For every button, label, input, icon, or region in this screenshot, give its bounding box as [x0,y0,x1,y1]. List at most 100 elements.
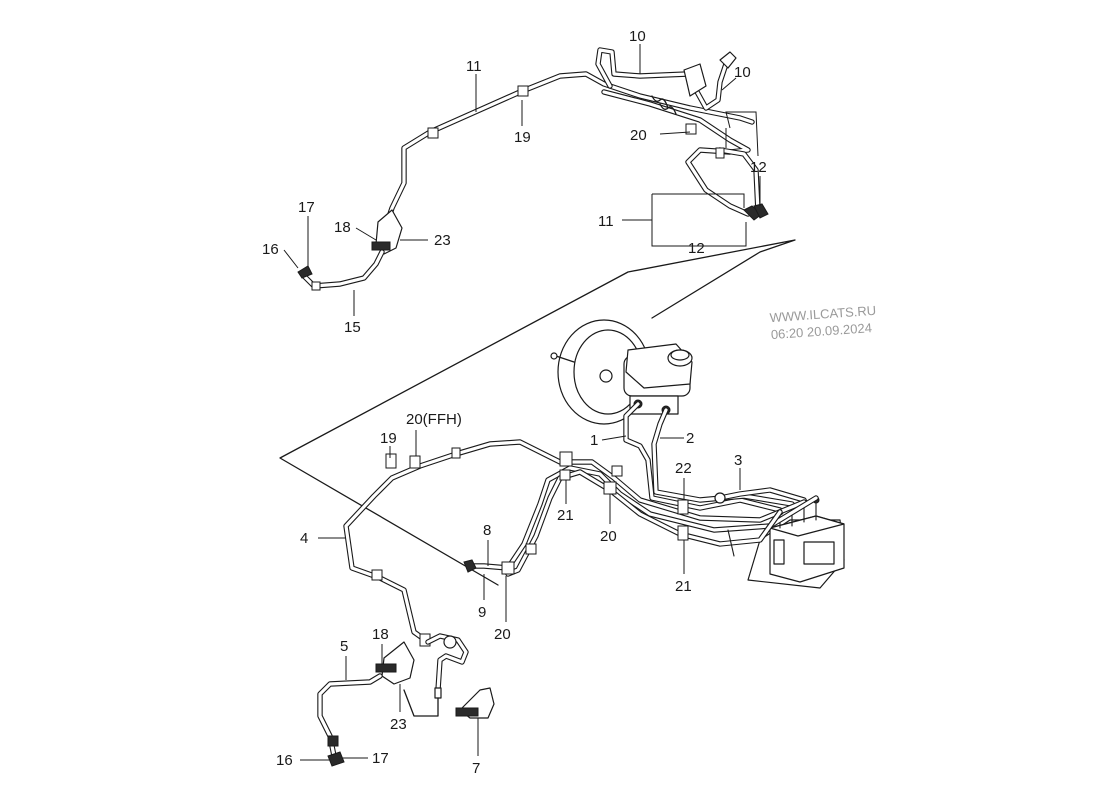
callout-20-top: 20 [630,127,647,144]
callout-19-top: 19 [514,129,531,146]
watermark-site: WWW.ILCATS.RU [769,303,876,325]
callout-18-lower: 18 [372,626,389,643]
callout-20ffh: 20(FFH) [406,411,462,428]
callout-21a: 21 [557,507,574,524]
clip-20-lower-b [501,561,515,575]
fitting-8 [463,559,477,573]
fitting-12-right [753,203,769,219]
hose-15-clip [311,281,321,291]
detail-frame [279,239,796,586]
callout-15: 15 [344,319,361,336]
reservoir-cap-top [670,349,690,361]
pipe-12b [718,148,760,214]
clip-20ffh [409,455,421,469]
clip-20-top [685,123,697,135]
booster-stud-left-head [550,352,558,360]
callouts: 10 10 11 19 20 12 11 12 17 16 18 23 15 1… [262,28,767,777]
bracket-23-lower [381,641,415,685]
leader-16-top [283,249,299,269]
callout-11b: 11 [598,213,614,230]
leader-12a [725,111,759,157]
callout-3: 3 [734,452,742,469]
leader-10b [721,77,737,91]
clip-top-1 [427,127,439,139]
master-cylinder-assembly [550,319,693,425]
watermark-timestamp: 06:20 20.09.2024 [770,320,872,342]
booster-stud-left [555,355,575,363]
callout-12b: 12 [688,240,705,257]
pipe-10 [596,48,698,88]
clip-19-lower [385,453,397,469]
callout-19-lower: 19 [380,430,397,447]
lower-assembly [317,401,819,767]
hose-10-fitting [719,51,737,69]
leader-1 [601,435,627,441]
abs-unit-top [769,515,845,537]
fitting-3 [714,492,726,504]
clip-20-lower-a [603,481,617,495]
leader-lines [283,44,761,761]
callout-4: 4 [300,530,308,547]
clip-21-c [677,525,689,541]
pipe-11 [380,72,754,240]
pipe-end-fitting [434,687,442,699]
callout-20-lower-a: 20 [600,528,617,545]
leader-bracket-23 [403,689,439,717]
callout-17-top: 17 [298,199,315,216]
callout-8: 8 [483,522,491,539]
clip-21-a [559,451,573,467]
callout-10a: 10 [629,28,646,45]
hose-10-bracket [683,63,707,97]
callout-7: 7 [472,760,480,777]
fitting-18-top [371,241,391,251]
pipe-1 [624,402,782,512]
pipe-3 [718,488,806,502]
fitting-7 [455,707,479,717]
clip-lower-3 [611,465,623,477]
watermark: WWW.ILCATS.RU 06:20 20.09.2024 [769,303,876,342]
callout-23-top: 23 [434,232,451,249]
callout-17-lower: 17 [372,750,389,767]
bundle-c [506,470,782,576]
booster-stud [599,369,613,383]
callout-12a: 12 [750,159,767,176]
callout-2: 2 [686,430,694,447]
clip-lower-5 [371,569,383,581]
callout-5: 5 [340,638,348,655]
loop-fitting [443,635,457,649]
hose-10 [694,62,728,110]
bundle-c-outline [505,469,783,577]
clip-lower-2 [451,447,461,459]
callout-9: 9 [478,604,486,621]
callout-21b: 21 [675,578,692,595]
callout-23-lower: 23 [390,716,407,733]
abs-connector [803,541,835,565]
abs-motor [773,539,785,565]
leader-18-top [355,227,377,241]
fitting-16-top [297,265,313,279]
callout-20-lower-b: 20 [494,626,511,643]
abs-module [747,496,845,589]
callout-16-top: 16 [262,241,279,258]
callout-16-lower: 16 [276,752,293,769]
callout-18-top: 18 [334,219,351,236]
clip-top-12 [715,147,725,159]
pipe-abs-drop [727,529,735,557]
leader-20-top [659,131,691,135]
leader-11b-12b [622,193,747,247]
callout-1: 1 [590,432,598,449]
hose-5-ferrule [327,735,339,747]
clip-lower-4 [525,543,537,555]
fitting-18-lower [375,663,397,673]
pipe-loop [426,634,468,692]
callout-22: 22 [675,460,692,477]
clip-19-top [517,85,529,97]
callout-11a: 11 [466,58,482,75]
fitting-16-lower [327,751,345,767]
clip-22 [677,499,689,515]
clip-21-b [559,469,571,481]
top-assembly [297,47,769,291]
callout-10b: 10 [734,64,751,81]
pipe-break-mark [651,95,677,115]
